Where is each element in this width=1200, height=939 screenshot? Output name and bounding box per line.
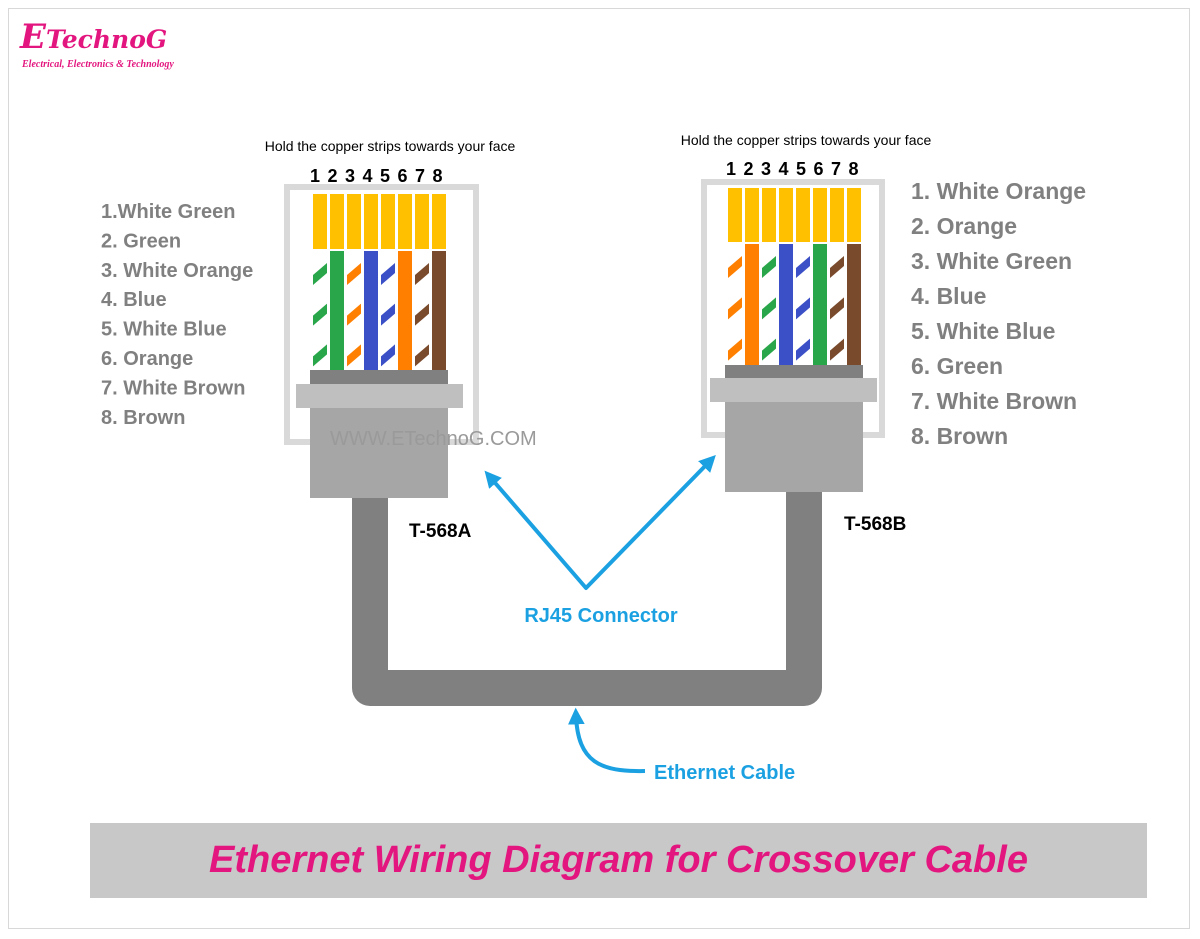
wire-labels-right: 1. White Orange 2. Orange 3. White Green 4.… (911, 178, 1086, 449)
standard-label-left: T-568A (409, 521, 472, 542)
right-contact-8 (847, 188, 861, 242)
right-contact-6 (813, 188, 827, 242)
right-wire-6 (813, 244, 827, 366)
left-wire-5 (381, 251, 395, 371)
right-wire-label-5: 5. White Blue (911, 318, 1055, 344)
logo-initial: E (20, 17, 46, 57)
wire-labels-left: 1.White Green 2. Green 3. White Orange 4. B… (101, 201, 253, 429)
rj45-arrow (484, 454, 716, 590)
left-connector (284, 184, 479, 498)
right-wire-8 (847, 244, 861, 366)
left-pin-6: 6 (397, 166, 407, 186)
ethernet-cable (352, 490, 822, 706)
left-wire-1 (313, 251, 327, 371)
right-contact-7 (830, 188, 844, 242)
right-pin-2: 2 (743, 159, 753, 179)
connector-crimp-band (710, 378, 877, 402)
standard-label-right: T-568B (844, 514, 906, 535)
wire-group (728, 188, 861, 366)
logo-tagline: Electrical, Electronics & Technology (22, 59, 174, 70)
ethernet-cable-label: Ethernet Cable (654, 762, 795, 784)
wire-group (313, 194, 446, 371)
connector-boot (725, 402, 863, 492)
right-wire-label-3: 3. White Green (911, 248, 1072, 274)
left-wire-label-3: 3. White Orange (101, 260, 253, 282)
left-pin-5: 5 (380, 166, 390, 186)
right-contact-1 (728, 188, 742, 242)
left-pin-7: 7 (415, 166, 425, 186)
title-bar: Ethernet Wiring Diagram for Crossover Ca… (90, 823, 1147, 898)
right-contact-4 (779, 188, 793, 242)
left-pin-3: 3 (345, 166, 355, 186)
instruction-right: Hold the copper strips towards your face (681, 132, 932, 148)
right-wire-label-4: 4. Blue (911, 283, 986, 309)
left-wire-label-6: 6. Orange (101, 348, 193, 370)
right-contact-3 (762, 188, 776, 242)
left-pin-4: 4 (362, 166, 372, 186)
right-pin-1: 1 (726, 159, 736, 179)
instruction-left: Hold the copper strips towards your face (265, 138, 516, 154)
logo-name: TechnoG (46, 25, 168, 54)
left-wire-label-1: 1.White Green (101, 201, 235, 223)
right-wire-4 (779, 244, 793, 366)
left-contact-5 (381, 194, 395, 249)
right-pin-6: 6 (813, 159, 823, 179)
right-pin-3: 3 (761, 159, 771, 179)
connector-clip (725, 365, 863, 379)
right-wire-1 (728, 244, 742, 366)
cable-arrow (567, 707, 646, 774)
left-wire-8 (432, 251, 446, 371)
connector-clip (310, 370, 448, 384)
image-border (8, 8, 1190, 929)
diagram-title: Ethernet Wiring Diagram for Crossover Ca… (209, 839, 1028, 881)
right-connector (701, 179, 885, 492)
left-contact-4 (364, 194, 378, 249)
left-wire-3 (347, 251, 361, 371)
watermark: WWW.ETechnoG.COM (330, 428, 537, 450)
left-contact-6 (398, 194, 412, 249)
left-wire-label-2: 2. Green (101, 230, 181, 252)
left-wire-2 (330, 251, 344, 371)
right-wire-7 (830, 244, 844, 366)
right-wire-5 (796, 244, 810, 366)
right-wire-label-8: 8. Brown (911, 423, 1008, 449)
left-wire-label-5: 5. White Blue (101, 319, 227, 341)
left-wire-label-4: 4. Blue (101, 289, 167, 311)
left-pin-1: 1 (310, 166, 320, 186)
left-contact-7 (415, 194, 429, 249)
right-pin-4: 4 (778, 159, 788, 179)
rj45-connector-label: RJ45 Connector (524, 605, 678, 627)
right-wire-label-6: 6. Green (911, 353, 1003, 379)
right-wire-label-2: 2. Orange (911, 213, 1017, 239)
right-contact-5 (796, 188, 810, 242)
left-wire-label-7: 7. White Brown (101, 377, 245, 399)
right-pin-5: 5 (796, 159, 806, 179)
connector-boot (310, 408, 448, 498)
left-wire-label-8: 8. Brown (101, 407, 185, 429)
left-wire-7 (415, 251, 429, 371)
right-wire-2 (745, 244, 759, 366)
right-contact-2 (745, 188, 759, 242)
right-wire-3 (762, 244, 776, 366)
connector-crimp-band (296, 384, 463, 408)
right-pin-7: 7 (831, 159, 841, 179)
left-wire-4 (364, 251, 378, 371)
left-contact-2 (330, 194, 344, 249)
right-wire-label-1: 1. White Orange (911, 178, 1086, 204)
left-pin-8: 8 (432, 166, 442, 186)
right-pin-8: 8 (848, 159, 858, 179)
left-contact-1 (313, 194, 327, 249)
left-wire-6 (398, 251, 412, 371)
left-contact-8 (432, 194, 446, 249)
left-pin-2: 2 (327, 166, 337, 186)
right-wire-label-7: 7. White Brown (911, 388, 1077, 414)
left-contact-3 (347, 194, 361, 249)
